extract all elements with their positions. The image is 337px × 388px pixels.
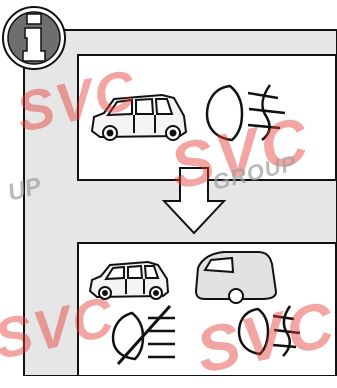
car-icon bbox=[88, 260, 170, 300]
info-badge bbox=[2, 6, 66, 70]
dipped-beam-headlamp-icon bbox=[205, 84, 286, 142]
illustration-svg bbox=[2, 6, 337, 377]
van-rear-icon bbox=[194, 251, 278, 304]
panel-following-vehicle bbox=[77, 242, 337, 377]
dipped-beam-headlamp-icon bbox=[237, 305, 301, 357]
info-icon bbox=[22, 13, 46, 62]
manual-illustration: SVC SVC GROUP UP SVC SVC bbox=[0, 6, 337, 387]
high-beam-off-icon bbox=[111, 304, 175, 366]
panel-dipped-beam bbox=[77, 54, 337, 181]
down-arrow-icon bbox=[161, 167, 227, 235]
car-icon bbox=[90, 93, 188, 141]
